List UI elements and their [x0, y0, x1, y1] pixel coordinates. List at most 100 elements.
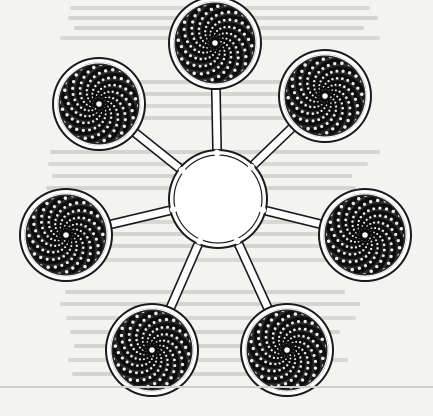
spiral-bead [205, 34, 207, 36]
spiral-bead [94, 127, 97, 130]
spiral-bead [307, 345, 310, 348]
spiral-bead [120, 77, 123, 80]
spiral-bead [350, 240, 352, 242]
spiral-bead [349, 232, 351, 234]
spiral-bead [154, 312, 157, 315]
spiral-bead [63, 89, 66, 92]
spiral-bead [166, 326, 169, 329]
spiral-bead [87, 97, 89, 99]
spiral-bead [76, 262, 79, 265]
spiral-bead [273, 357, 275, 359]
spiral-bead [342, 235, 345, 238]
spiral-bead [289, 331, 291, 333]
spiral-bead [82, 129, 85, 132]
spiral-bead [40, 215, 43, 218]
spiral-bead [153, 373, 156, 376]
spiral-bead [258, 323, 261, 326]
spiral-bead [137, 343, 139, 345]
spiral-bead [62, 255, 65, 258]
spiral-bead [180, 370, 183, 373]
spiral-bead [296, 97, 299, 100]
spiral-bead [142, 341, 144, 343]
spiral-bead [48, 216, 51, 219]
spiral-bead [333, 62, 336, 65]
spiral-bead [320, 110, 322, 112]
spiral-bead [180, 340, 183, 343]
spiral-bead [195, 41, 197, 43]
spiral-bead [177, 38, 180, 41]
spiral-bead [189, 45, 192, 48]
spiral-bead [36, 245, 39, 248]
spiral-bead [383, 244, 386, 247]
spiral-bead [337, 219, 340, 222]
spiral-bead [215, 14, 218, 17]
spiral-bead [54, 239, 56, 241]
spiral-bead [345, 213, 348, 216]
spiral-bead [204, 58, 206, 60]
spiral-bead [285, 373, 288, 376]
spiral-bead [184, 346, 187, 349]
spiral-bead [269, 355, 271, 357]
spiral-bead [169, 350, 171, 352]
spiral-bead [190, 27, 193, 30]
spiral-bead [379, 214, 382, 217]
spiral-bead [330, 71, 333, 74]
spiral-bead [70, 245, 72, 247]
spiral-bead [223, 58, 225, 60]
spiral-bead [43, 231, 46, 234]
spiral-bead [129, 92, 132, 95]
spiral-bead [382, 222, 385, 225]
spiral-bead [151, 358, 153, 360]
spiral-bead [322, 77, 324, 79]
spiral-bead [106, 126, 109, 129]
spiral-bead [362, 249, 364, 251]
spiral-bead [352, 216, 355, 219]
spiral-bead [351, 220, 353, 222]
node-center-dot [362, 232, 368, 238]
spiral-bead [318, 84, 320, 86]
spiral-bead [278, 336, 280, 338]
spiral-bead [207, 21, 210, 24]
spiral-bead [210, 78, 213, 81]
spiral-bead [148, 324, 151, 327]
spiral-bead [210, 30, 212, 32]
spiral-bead [293, 335, 295, 337]
spiral-bead [128, 339, 131, 342]
spiral-bead [175, 346, 178, 349]
spiral-bead [330, 106, 332, 108]
spiral-bead [342, 93, 344, 95]
spiral-bead [331, 85, 333, 87]
spiral-bead [165, 318, 168, 321]
spiral-bead [139, 358, 141, 360]
spiral-bead [379, 236, 381, 238]
spiral-bead [97, 251, 100, 254]
spiral-bead [304, 104, 307, 107]
spiral-bead [212, 69, 215, 72]
spiral-bead [352, 225, 354, 227]
spiral-bead [121, 341, 124, 344]
spiral-bead [317, 118, 320, 121]
spiral-bead [303, 63, 306, 66]
spiral-bead [131, 321, 134, 324]
spiral-bead [336, 239, 339, 242]
spiral-bead [69, 219, 71, 221]
spiral-bead [314, 127, 317, 130]
spiral-bead [202, 46, 204, 48]
spiral-bead [170, 334, 173, 337]
spiral-bead [229, 74, 232, 77]
spiral-bead [358, 251, 360, 253]
spiral-bead [234, 11, 237, 14]
spiral-bead [327, 80, 329, 82]
spiral-bead [326, 113, 328, 115]
spiral-bead [152, 355, 154, 357]
spiral-bead [375, 265, 378, 268]
spiral-bead [267, 377, 270, 380]
spiral-bead [198, 27, 201, 30]
spiral-bead [110, 112, 112, 114]
spiral-bead [300, 88, 303, 91]
spiral-bead [313, 84, 315, 86]
spiral-bead [117, 351, 120, 354]
spiral-bead [339, 230, 342, 233]
spiral-bead [321, 357, 324, 360]
spiral-bead [314, 360, 317, 363]
